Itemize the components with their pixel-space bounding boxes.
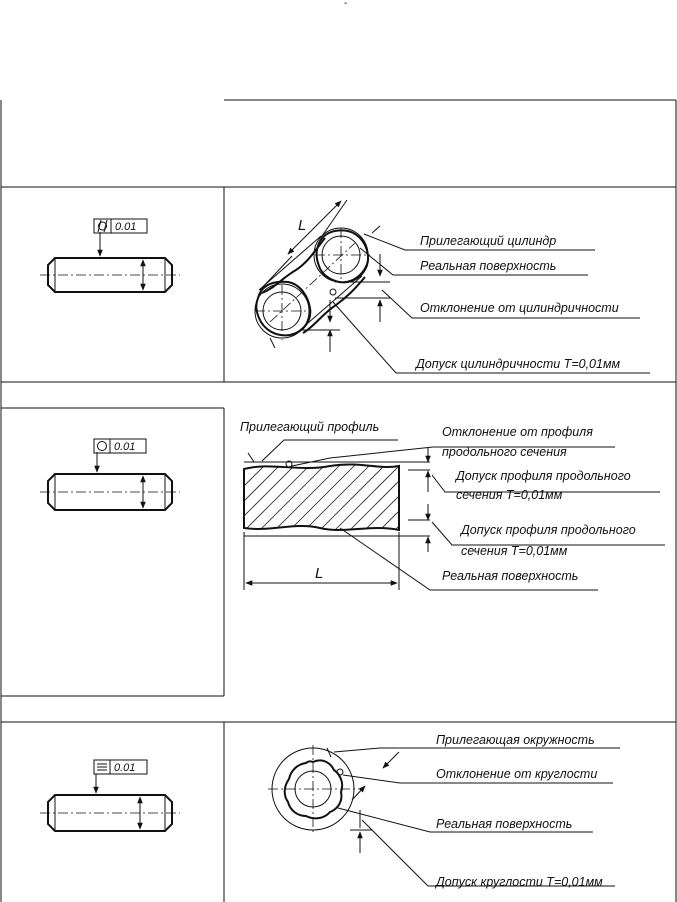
table-grid — [0, 99, 677, 902]
row2-dim-L: L — [315, 565, 323, 582]
row3-label-real: Реальная поверхность — [436, 817, 572, 831]
row2-label-deviation-l2: продольного сечения — [442, 445, 567, 459]
row2-pin-drawing — [40, 452, 180, 511]
cylindricity-icon — [97, 219, 108, 233]
row2-fcf-value: 0.01 — [114, 441, 135, 453]
row3-roundness-illustration — [268, 745, 620, 887]
parallelism-icon — [97, 763, 107, 771]
row2-label-adjacent: Прилегающий профиль — [240, 420, 379, 434]
row1-cylindricity-illustration — [254, 199, 650, 374]
row2-label-tol1-l1: Допуск профиля продольного — [454, 469, 631, 483]
row3-pin-drawing — [40, 774, 180, 832]
top-mark: - — [344, 0, 347, 9]
row1-label-deviation: Отклонение от цилиндричности — [420, 301, 619, 315]
row1-label-adjacent: Прилегающий цилиндр — [420, 234, 556, 248]
row1-pin-drawing — [40, 232, 180, 293]
row1-dim-L: L — [298, 217, 306, 234]
row1-label-tolerance: Допуск цилиндричности T=0,01мм — [414, 357, 621, 371]
row3-label-deviation: Отклонение от круглости — [436, 767, 597, 781]
row2-label-tol1-l2: сечения T=0,01мм — [456, 488, 563, 502]
row2-label-deviation-l1: Отклонение от профиля — [442, 425, 593, 439]
row2-label-tol2-l1: Допуск профиля продольного — [459, 523, 636, 537]
row3-label-adjacent: Прилегающая окружность — [436, 733, 595, 747]
row2-feature-control-frame — [93, 438, 147, 454]
row1-fcf-value: 0.01 — [115, 221, 136, 233]
row2-label-tol2-l2: сечения T=0,01мм — [461, 544, 568, 558]
row3-fcf-value: 0.01 — [114, 762, 135, 774]
row2-label-real: Реальная поверхность — [442, 569, 578, 583]
row1-label-real: Реальная поверхность — [420, 259, 556, 273]
row2-profile-illustration — [243, 439, 665, 591]
row1-feature-control-frame — [93, 218, 148, 234]
row3-label-tolerance: Допуск круглости T=0,01мм — [434, 875, 603, 889]
row3-feature-control-frame — [93, 759, 148, 775]
circularity-icon — [97, 441, 107, 451]
